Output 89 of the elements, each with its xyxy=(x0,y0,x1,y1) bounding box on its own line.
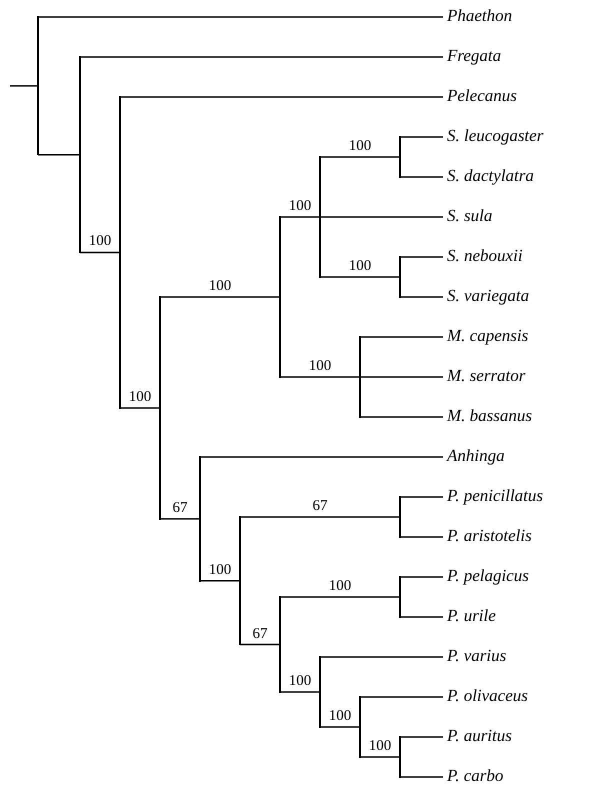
support-value: 100 xyxy=(308,358,332,374)
clade-line xyxy=(279,216,281,378)
branch-line xyxy=(360,756,400,758)
taxon-name: M. bassanus xyxy=(443,406,532,426)
clade-line xyxy=(319,656,321,728)
taxon-name: Anhinga xyxy=(443,446,505,466)
taxon-name: S. dactylatra xyxy=(443,166,534,186)
branch-line xyxy=(400,616,443,618)
branch-line xyxy=(280,376,360,378)
taxon-name: S. nebouxii xyxy=(443,246,523,266)
branch-line xyxy=(80,252,120,254)
branch-line xyxy=(80,56,443,58)
clade-line xyxy=(279,596,281,693)
support-value: 100 xyxy=(208,278,232,294)
support-value: 100 xyxy=(348,138,372,154)
taxon-name: P. urile xyxy=(443,606,496,626)
taxon-name: P. aristotelis xyxy=(443,526,532,546)
taxon-name: P. pelagicus xyxy=(443,566,529,586)
taxon-name: P. penicillatus xyxy=(443,486,544,506)
branch-line xyxy=(360,336,443,338)
taxon-name: P. olivaceus xyxy=(443,686,528,706)
clade-line xyxy=(399,576,401,618)
branch-line xyxy=(120,96,443,98)
branch-line xyxy=(320,156,400,158)
clade-line xyxy=(359,336,361,418)
clade-line xyxy=(399,736,401,778)
taxon-name: Fregata xyxy=(443,46,502,66)
branch-line xyxy=(120,407,160,409)
branch-line xyxy=(10,85,38,87)
branch-line xyxy=(400,176,443,178)
branch-line xyxy=(320,656,443,658)
clade-line xyxy=(239,516,241,646)
taxon-name: M. capensis xyxy=(443,326,528,346)
branch-line xyxy=(400,296,443,298)
branch-line xyxy=(400,136,443,138)
branch-line xyxy=(160,518,200,520)
support-value: 100 xyxy=(88,233,112,250)
branch-line xyxy=(240,516,400,518)
support-value: 67 xyxy=(172,500,188,516)
branch-line xyxy=(38,154,80,156)
branch-line xyxy=(38,16,443,18)
clade-line xyxy=(399,256,401,298)
clade-line xyxy=(399,136,401,178)
support-value: 100 xyxy=(348,258,372,274)
support-value: 100 xyxy=(208,562,232,578)
support-value: 100 xyxy=(128,388,152,405)
taxon-name: S. variegata xyxy=(443,286,530,306)
clade-line xyxy=(199,456,201,582)
branch-line xyxy=(280,216,320,218)
clade-line xyxy=(79,56,81,254)
support-value: 100 xyxy=(288,673,312,689)
branch-line xyxy=(400,536,443,538)
clade-line xyxy=(159,296,161,520)
branch-line xyxy=(320,276,400,278)
branch-line xyxy=(160,296,280,298)
branch-line xyxy=(400,736,443,738)
taxon-name: P. auritus xyxy=(443,726,512,746)
branch-line xyxy=(320,216,443,218)
branch-line xyxy=(280,691,320,693)
branch-line xyxy=(400,256,443,258)
taxon-name: S. leucogaster xyxy=(443,126,544,146)
taxon-name: M. serrator xyxy=(443,366,526,386)
branch-line xyxy=(400,496,443,498)
clade-line xyxy=(359,696,361,758)
support-value: 100 xyxy=(328,578,352,594)
support-value: 100 xyxy=(288,198,312,214)
support-value: 100 xyxy=(328,708,352,724)
support-value: 67 xyxy=(312,498,328,514)
branch-line xyxy=(200,456,443,458)
taxon-name: P. varius xyxy=(443,646,506,666)
taxon-name: Phaethon xyxy=(443,6,512,26)
clade-line xyxy=(319,156,321,278)
branch-line xyxy=(200,580,240,582)
branch-line xyxy=(320,726,360,728)
support-value: 67 xyxy=(252,626,268,642)
support-value: 100 xyxy=(368,738,392,754)
taxon-name: Pelecanus xyxy=(443,86,517,106)
branch-line xyxy=(360,696,443,698)
clade-line xyxy=(119,96,121,409)
branch-line xyxy=(400,576,443,578)
taxon-name: S. sula xyxy=(443,206,492,226)
branch-line xyxy=(360,376,443,378)
taxon-name: P. carbo xyxy=(443,766,504,786)
branch-line xyxy=(360,416,443,418)
clade-line xyxy=(399,496,401,538)
branch-line xyxy=(240,644,280,646)
clade-line xyxy=(37,16,39,156)
branch-line xyxy=(400,776,443,778)
branch-line xyxy=(280,596,400,598)
